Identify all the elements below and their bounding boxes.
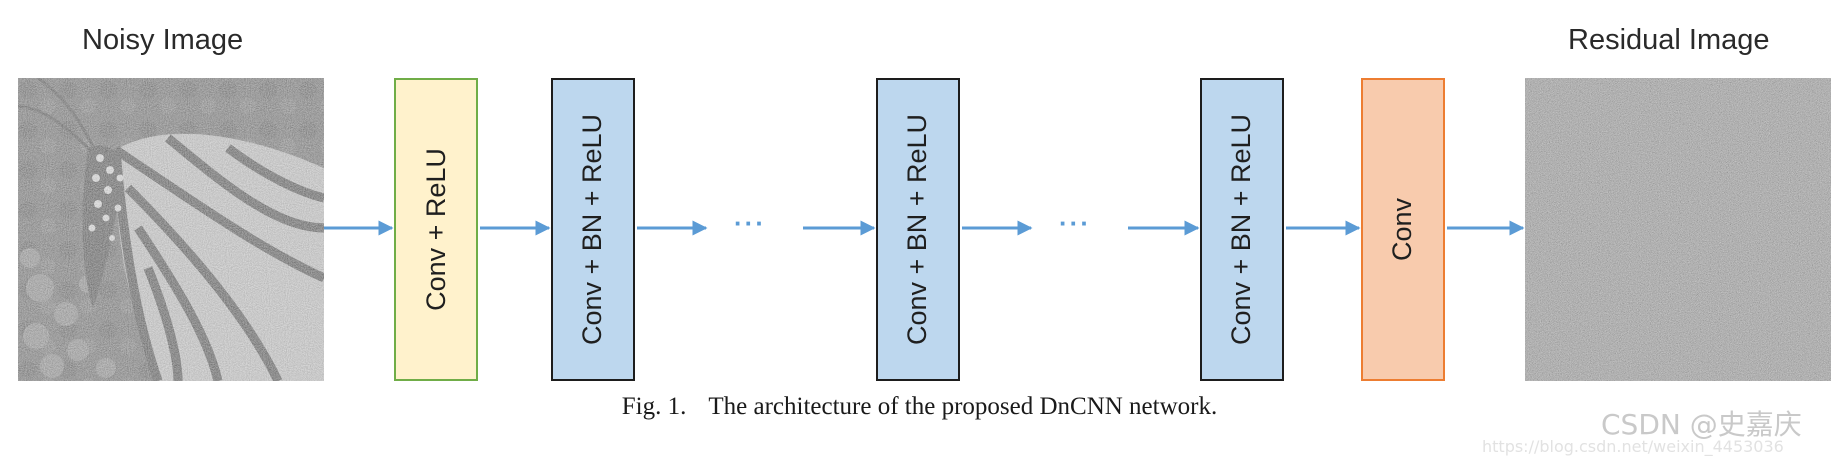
layer-conv-bn-relu-3: Conv + BN + ReLU xyxy=(1200,78,1284,381)
layer-conv-relu: Conv + ReLU xyxy=(394,78,478,381)
ellipsis-2: ··· xyxy=(1059,208,1091,238)
residual-noise-picture xyxy=(1525,78,1831,381)
ellipsis-1: ··· xyxy=(734,208,766,238)
caption-text: The architecture of the proposed DnCNN n… xyxy=(708,393,1218,420)
noisy-image xyxy=(18,78,324,381)
watermark-brand: CSDN @史嘉庆 xyxy=(1601,408,1802,441)
figure-caption: Fig. 1. The architecture of the proposed … xyxy=(0,393,1839,421)
layer-conv: Conv xyxy=(1361,78,1445,381)
layer-conv-bn-relu-2: Conv + BN + ReLU xyxy=(876,78,960,381)
noisy-image-title: Noisy Image xyxy=(82,24,244,56)
watermark-url: https://blog.csdn.net/weixin_4453036 xyxy=(1482,437,1784,456)
residual-image xyxy=(1525,78,1831,381)
noisy-butterfly-picture xyxy=(18,78,324,381)
figure-number: Fig. 1. xyxy=(621,393,687,420)
residual-image-title: Residual Image xyxy=(1568,24,1770,56)
layer-conv-bn-relu-1: Conv + BN + ReLU xyxy=(551,78,635,381)
